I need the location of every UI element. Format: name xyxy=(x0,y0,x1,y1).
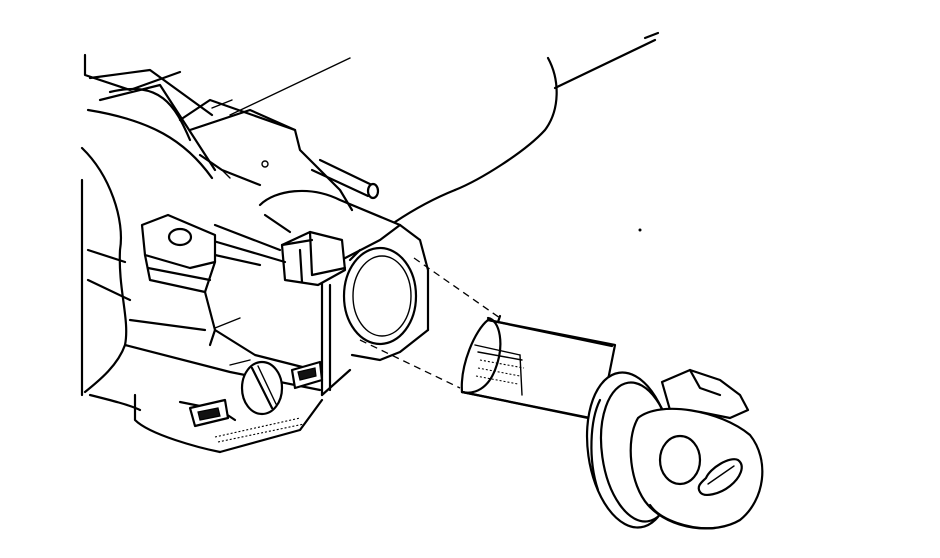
scan-dot xyxy=(638,228,642,232)
upper-cover-bracket xyxy=(83,53,217,180)
key-slot-icon xyxy=(697,458,743,496)
lower-slot-right xyxy=(290,360,324,390)
steering-column-tube xyxy=(211,31,660,224)
lower-slot-left xyxy=(188,398,230,428)
alignment-guides xyxy=(359,257,501,389)
lower-shroud xyxy=(80,146,142,412)
lock-housing-block xyxy=(178,98,430,397)
steering-shaft xyxy=(310,158,380,200)
mount-ear xyxy=(140,213,217,294)
lock-tab xyxy=(280,230,347,287)
screw xyxy=(240,360,284,416)
ignition-key xyxy=(629,407,764,530)
lower-mechanism xyxy=(123,290,324,454)
lock-housing-bore xyxy=(342,246,418,346)
